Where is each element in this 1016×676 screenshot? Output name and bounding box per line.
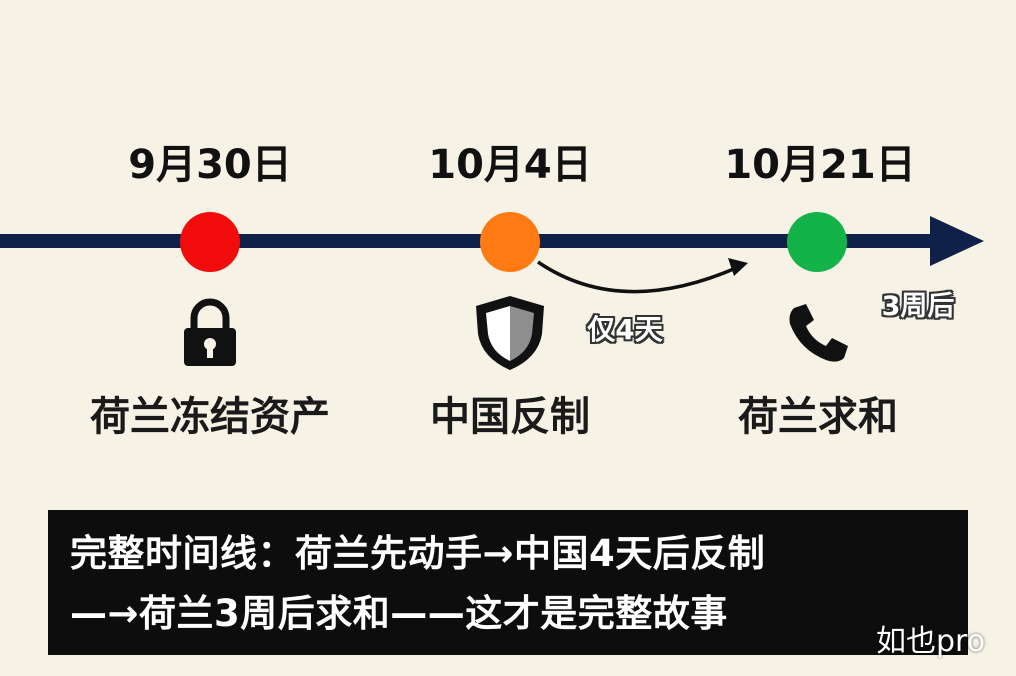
event-label-2: 中国反制 — [430, 394, 590, 440]
event-date-1: 9月30日 — [128, 142, 292, 188]
watermark: 如也pro — [876, 624, 986, 659]
shield-icon — [476, 296, 544, 370]
event-date-3: 10月21日 — [724, 142, 916, 188]
event-marker-3 — [787, 212, 847, 272]
summary-box: 完整时间线：荷兰先动手→中国4天后反制 —→荷兰3周后求和——这才是完整故事 — [48, 510, 968, 655]
after-label: 3周后 — [881, 291, 955, 322]
event-marker-1 — [180, 212, 240, 272]
phone-icon — [789, 304, 848, 362]
padlock-icon — [184, 298, 236, 366]
event-date-2: 10月4日 — [428, 142, 592, 188]
gap-label: 仅4天 — [587, 313, 663, 346]
timeline-arrowhead — [930, 216, 984, 266]
summary-line-1: 完整时间线：荷兰先动手→中国4天后反制 — [70, 532, 766, 575]
event-marker-2 — [480, 212, 540, 272]
gap-curve-arrowhead — [728, 258, 748, 276]
event-label-3: 荷兰求和 — [738, 394, 898, 440]
gap-curve-arrow — [537, 260, 737, 294]
summary-line-2: —→荷兰3周后求和——这才是完整故事 — [70, 592, 728, 635]
event-label-1: 荷兰冻结资产 — [90, 394, 330, 440]
